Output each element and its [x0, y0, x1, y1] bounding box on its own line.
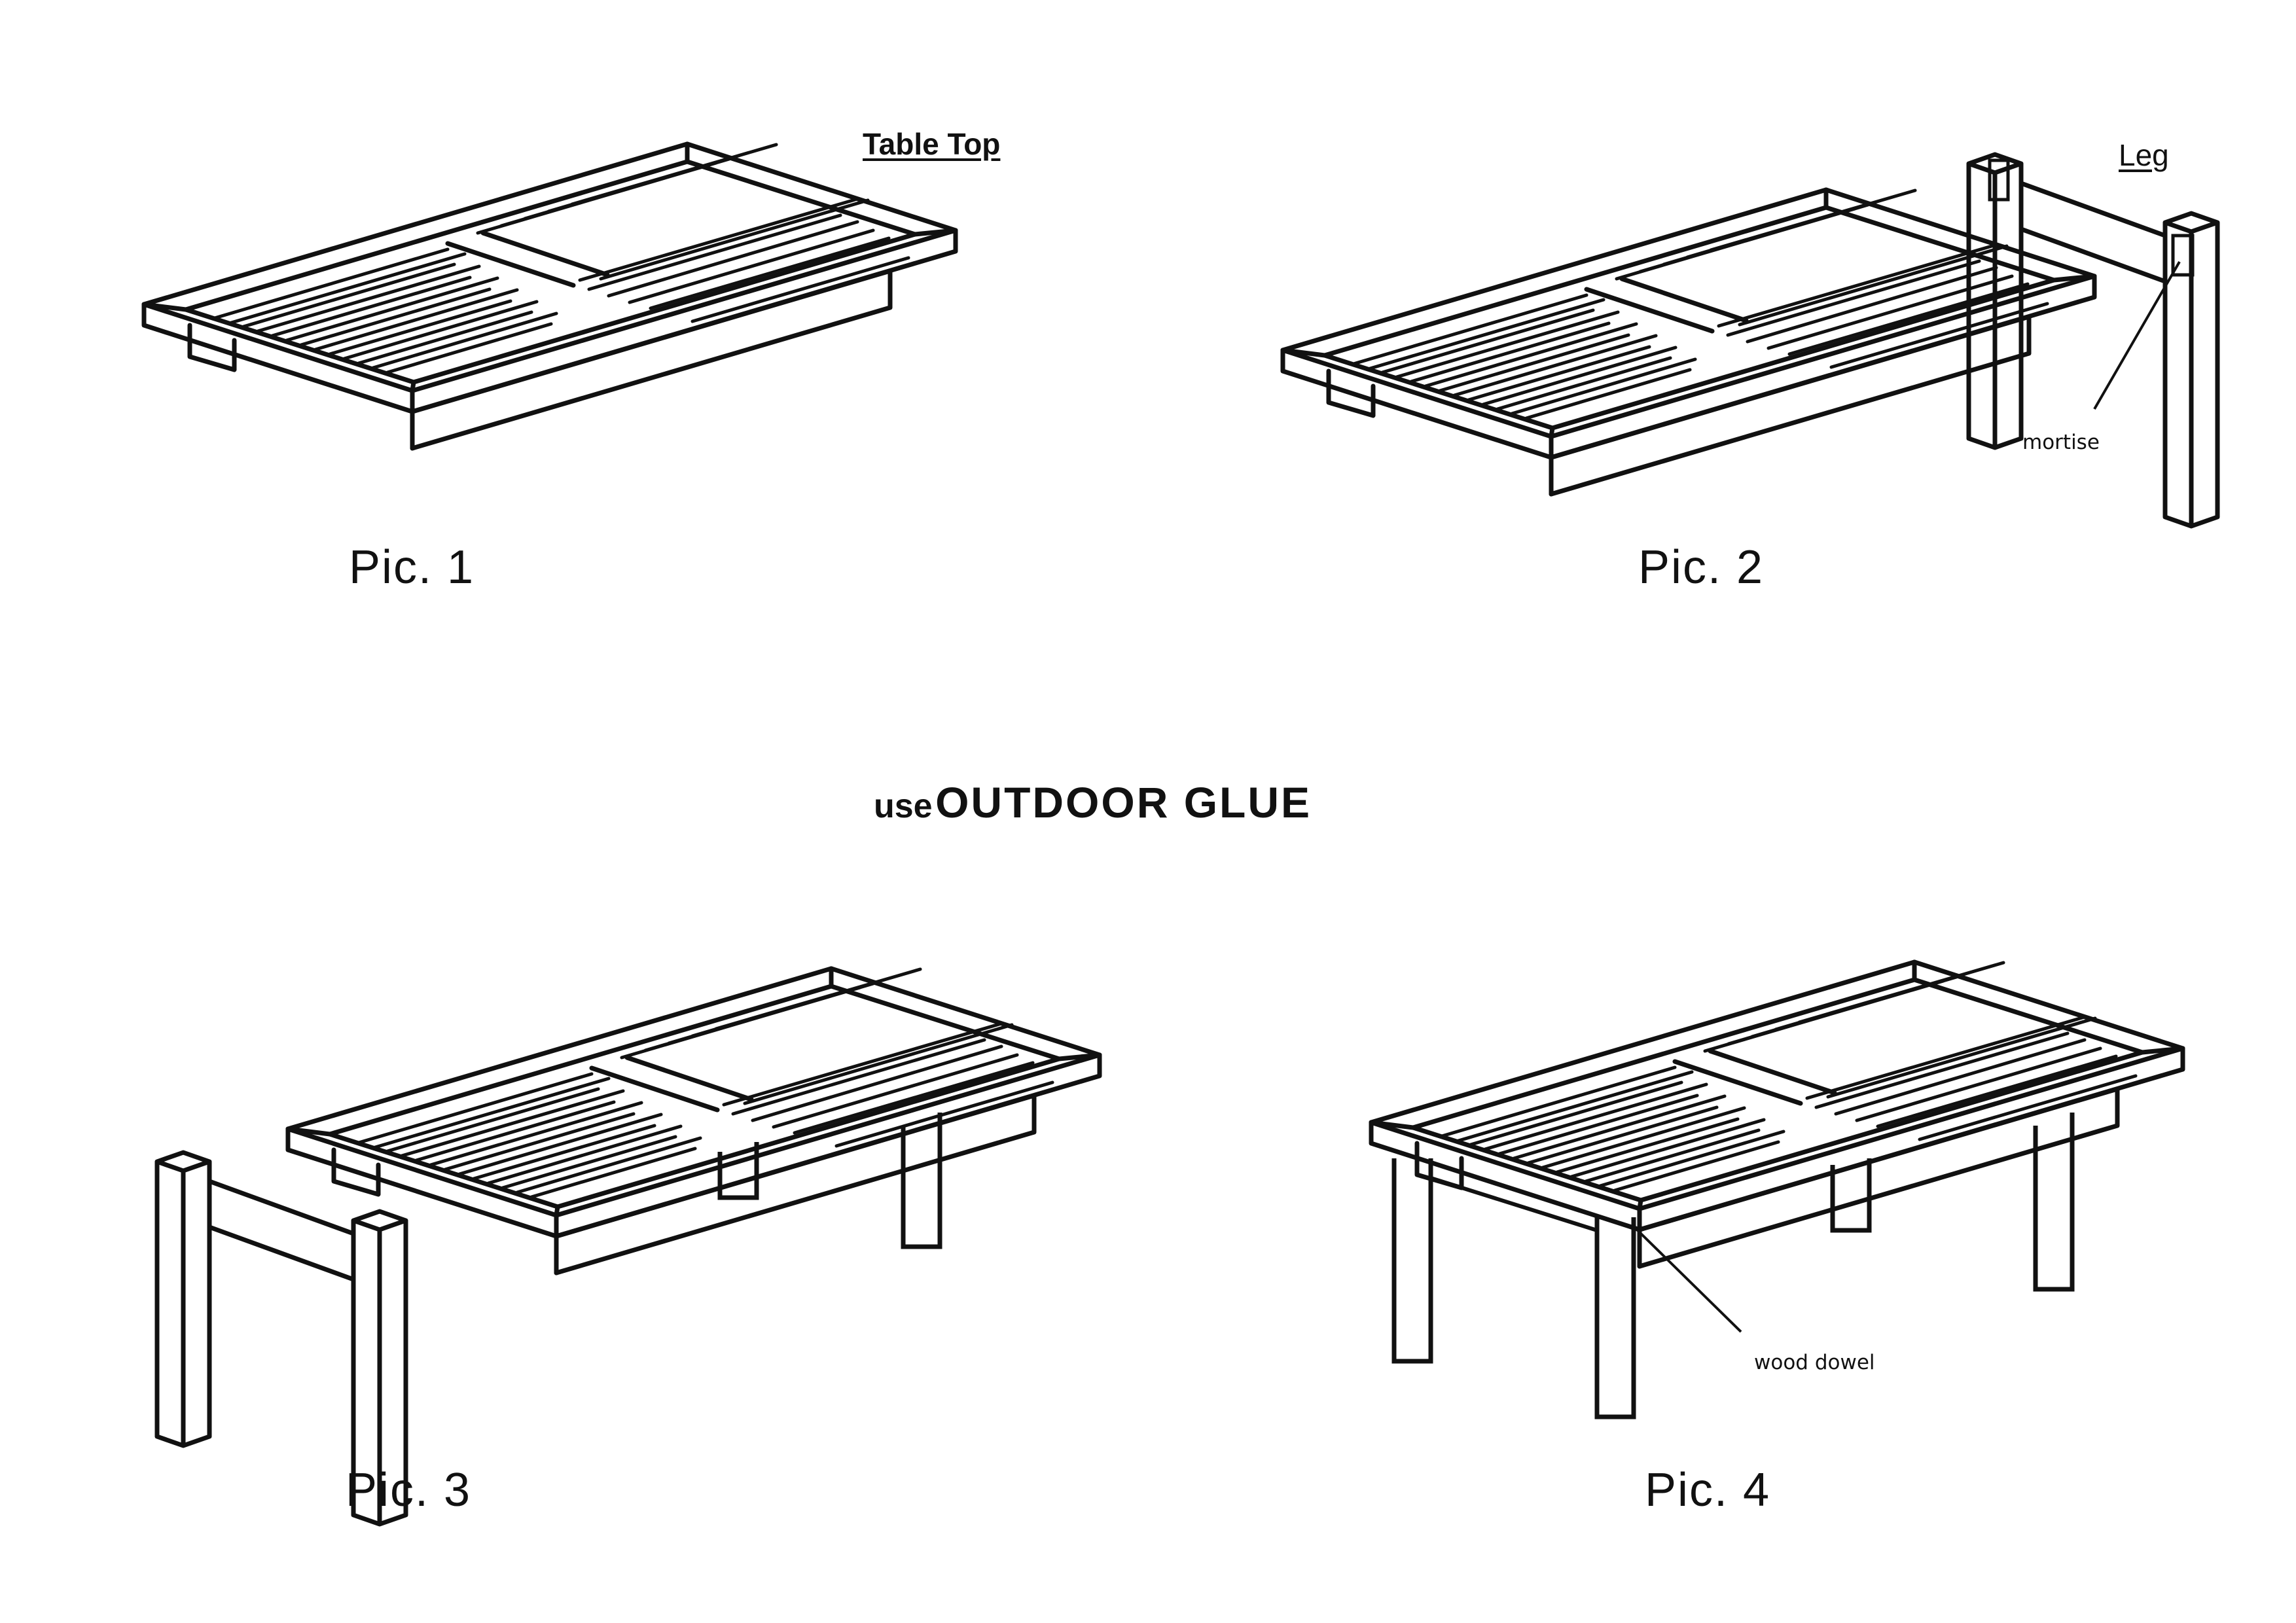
pic4-caption: Pic. 4 — [1645, 1464, 1771, 1516]
mortise-label: mortise — [2022, 431, 2100, 454]
glue-instruction: use OUTDOOR GLUE — [874, 777, 1312, 827]
pic3-caption: Pic. 3 — [346, 1464, 472, 1516]
wood-dowel-label: wood dowel — [1754, 1351, 1875, 1374]
pic1-caption: Pic. 1 — [349, 541, 475, 594]
pic2-table-top-with-leg-drawing — [1283, 154, 2217, 526]
glue-main: OUTDOOR GLUE — [935, 778, 1312, 827]
glue-prefix: use — [874, 787, 933, 825]
leg-label: Leg — [2119, 138, 2169, 172]
pic2-caption: Pic. 2 — [1638, 541, 1765, 594]
pic3-partial-assembly-drawing — [157, 969, 1100, 1524]
pic4-assembled-table-drawing — [1371, 962, 2183, 1419]
pic1-table-top-drawing — [144, 144, 956, 448]
table-top-label: Table Top — [863, 127, 1001, 161]
